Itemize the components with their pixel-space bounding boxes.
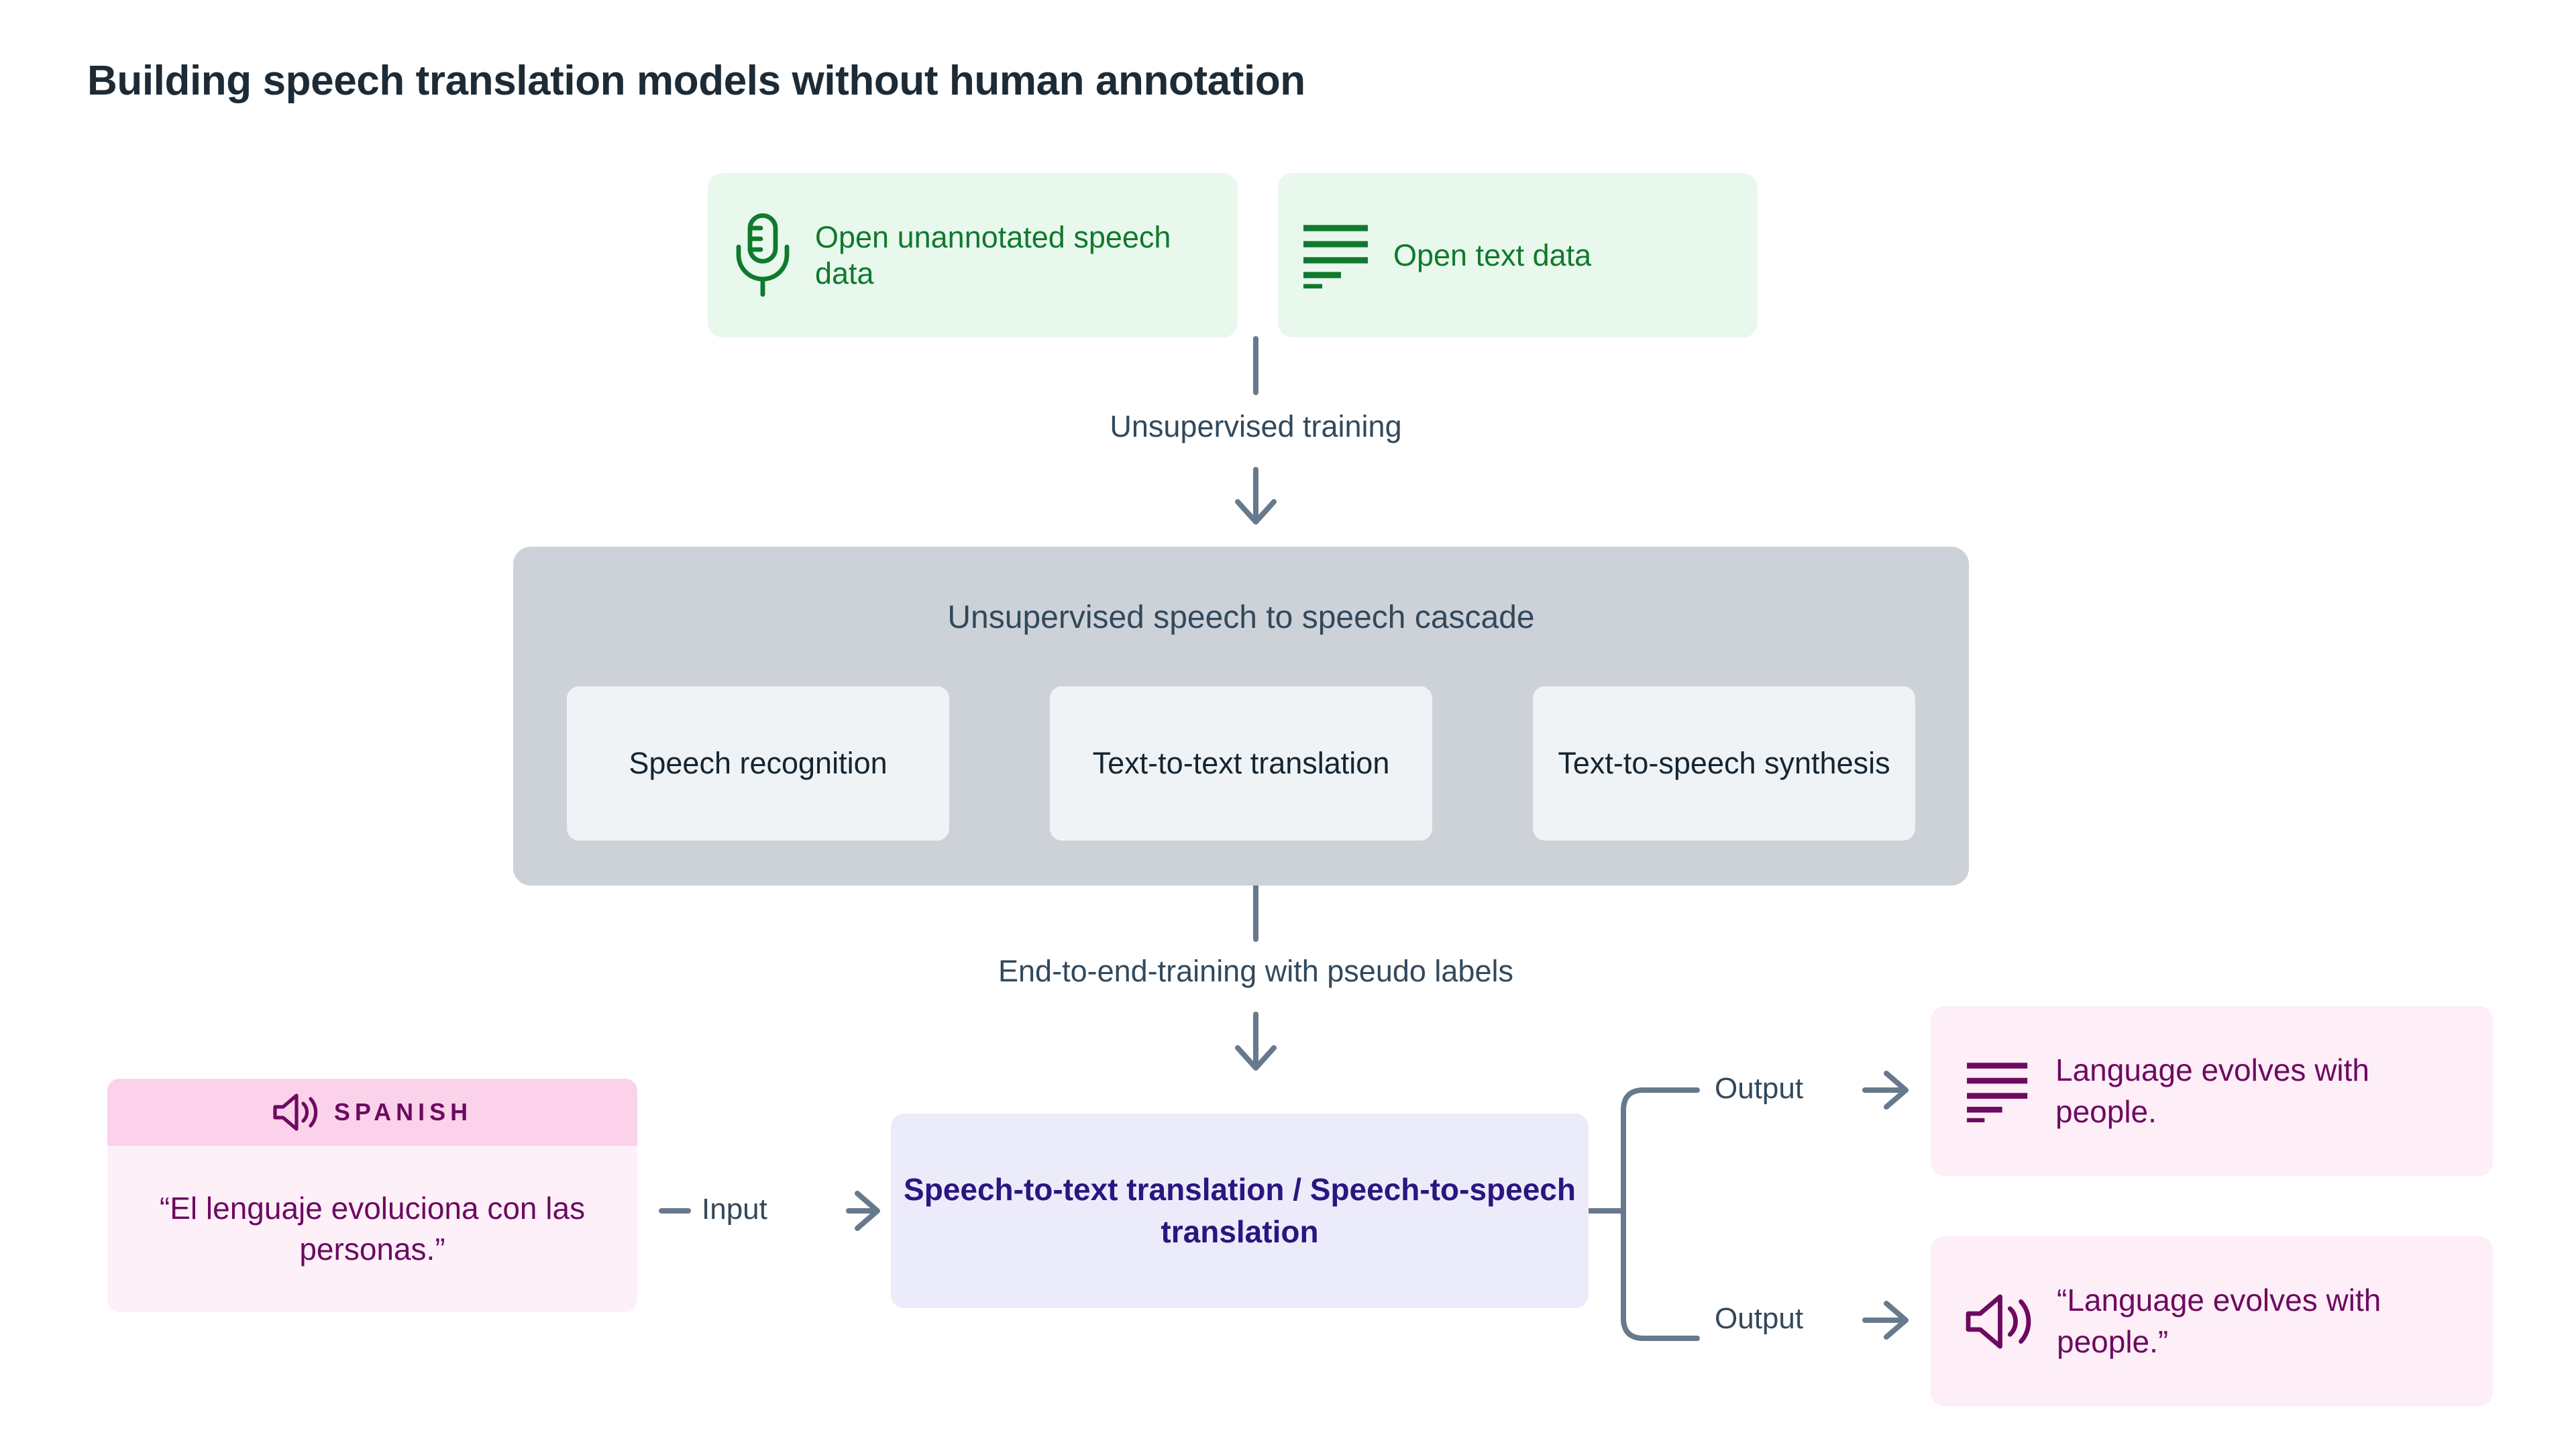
connector-label-output-bottom: Output — [1715, 1302, 1804, 1335]
input-sample-language-label: SPANISH — [333, 1098, 473, 1126]
connector-label-input: Input — [702, 1193, 767, 1226]
input-sample-card[interactable]: SPANISH “El lenguaje evoluciona con las … — [107, 1079, 637, 1312]
cascade-stage-text-to-speech-synthesis[interactable]: Text-to-speech synthesis — [1533, 686, 1915, 841]
input-sample-header: SPANISH — [107, 1079, 637, 1146]
source-box-text-data-label: Open text data — [1393, 237, 1592, 272]
connector-label-end-to-end-training: End-to-end-training with pseudo labels — [998, 954, 1513, 988]
text-lines-icon — [1301, 223, 1373, 288]
connector-label-output-top: Output — [1715, 1072, 1804, 1105]
cascade-stage-list: Speech recognition Text-to-text translat… — [567, 686, 1915, 841]
input-sample-quote: “El lenguaje evoluciona con las personas… — [159, 1190, 586, 1267]
cascade-stage-text-to-text-translation[interactable]: Text-to-text translation — [1050, 686, 1432, 841]
source-box-text-data[interactable]: Open text data — [1278, 173, 1758, 337]
cascade-stage-speech-recognition[interactable]: Speech recognition — [567, 686, 949, 841]
source-box-speech-data[interactable]: Open unannotated speech data — [708, 173, 1238, 337]
model-box-translation[interactable]: Speech-to-text translation / Speech-to-s… — [891, 1114, 1589, 1308]
speaker-icon — [1964, 1293, 2034, 1350]
cascade-container: Unsupervised speech to speech cascade Sp… — [513, 547, 1969, 885]
cascade-title: Unsupervised speech to speech cascade — [947, 600, 1535, 635]
page-title: Building speech translation models witho… — [87, 58, 1305, 104]
output-card-text[interactable]: Language evolves with people. — [1931, 1006, 2493, 1176]
text-lines-icon — [1964, 1061, 2033, 1122]
output-card-text-label: Language evolves with people. — [2055, 1053, 2369, 1129]
connector-label-unsupervised-training: Unsupervised training — [1110, 409, 1402, 443]
output-card-speech[interactable]: “Language evolves with people.” — [1931, 1236, 2493, 1406]
source-box-speech-data-label: Open unannotated speech data — [815, 220, 1171, 290]
output-card-speech-label: “Language evolves with people.” — [2057, 1283, 2381, 1359]
microphone-icon — [731, 213, 795, 299]
speaker-icon — [272, 1093, 319, 1132]
